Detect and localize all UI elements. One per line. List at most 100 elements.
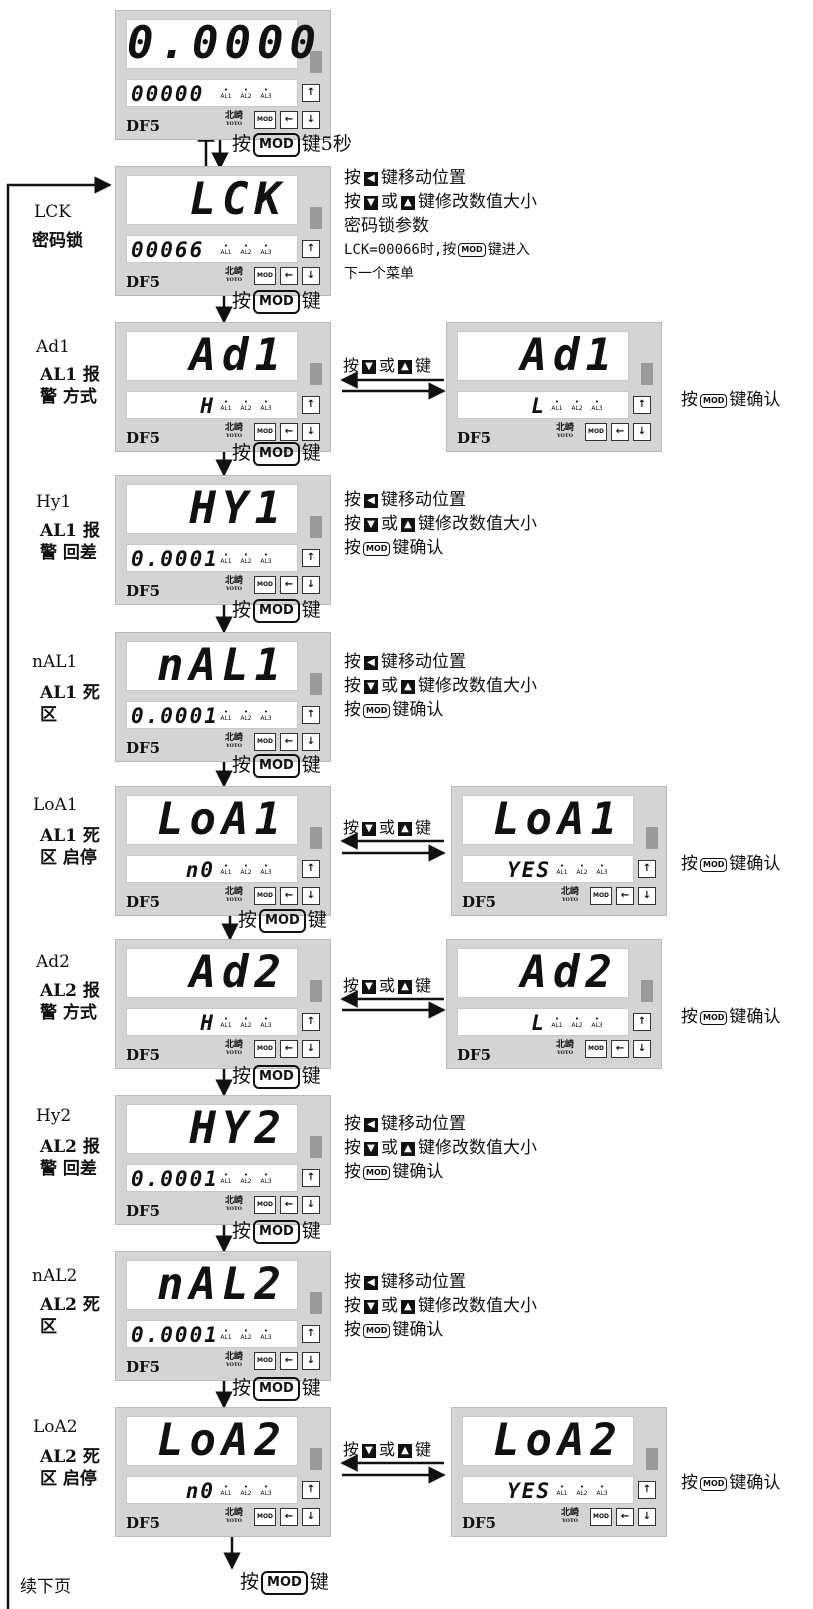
up-key-button[interactable]: ↑ xyxy=(633,396,651,414)
down-key-button[interactable]: ↓ xyxy=(633,1040,651,1058)
left-key-button[interactable]: ← xyxy=(280,1196,298,1214)
al2-light: AL2 xyxy=(239,1328,253,1344)
mod-key-button[interactable]: MOD xyxy=(590,1508,612,1526)
up-key-button[interactable]: ↑ xyxy=(302,549,320,567)
mod-key-button[interactable]: MOD xyxy=(254,1196,276,1214)
mod-key-button[interactable]: MOD xyxy=(254,576,276,594)
al1-light: AL1 xyxy=(219,552,233,568)
mod-key-button[interactable]: MOD xyxy=(254,1352,276,1370)
left-key-button[interactable]: ← xyxy=(280,733,298,751)
left-key-button[interactable]: ← xyxy=(280,1352,298,1370)
left-key-button[interactable]: ← xyxy=(280,1040,298,1058)
mod-key-button[interactable]: MOD xyxy=(590,887,612,905)
left-key-button[interactable]: ← xyxy=(280,423,298,441)
down-key-button[interactable]: ↓ xyxy=(302,576,320,594)
al1-light: AL1 xyxy=(555,1484,569,1500)
model-label: DF5 xyxy=(126,1514,161,1532)
al3-light: AL3 xyxy=(595,1484,609,1500)
mod-key-button[interactable]: MOD xyxy=(254,267,276,285)
up-key-button[interactable]: ↑ xyxy=(302,860,320,878)
param-desc-hy1: AL1 报警 回差 xyxy=(40,521,100,563)
param-code-nal2: nAL2 xyxy=(32,1266,78,1286)
sub-display-value: YES xyxy=(507,1479,551,1503)
down-key-button[interactable]: ↓ xyxy=(638,1508,656,1526)
up-key-button[interactable]: ↑ xyxy=(302,396,320,414)
al1-light: AL1 xyxy=(555,863,569,879)
up-key-button[interactable]: ↑ xyxy=(302,84,320,102)
up-key-button[interactable]: ↑ xyxy=(302,1325,320,1343)
sub-display-value: YES xyxy=(507,858,551,882)
indicator-lamp xyxy=(310,1136,322,1158)
indicator-lamp xyxy=(310,827,322,849)
model-label: DF5 xyxy=(126,582,161,600)
param-desc-nal2: AL2 死区 xyxy=(40,1295,100,1337)
up-key-button[interactable]: ↑ xyxy=(302,1169,320,1187)
main-display: Ad2 xyxy=(457,948,629,998)
up-key-button[interactable]: ↑ xyxy=(302,706,320,724)
al3-light: AL3 xyxy=(595,863,609,879)
down-key-button[interactable]: ↓ xyxy=(302,1040,320,1058)
mod-key-button[interactable]: MOD xyxy=(585,423,607,441)
left-key-button[interactable]: ← xyxy=(280,1508,298,1526)
left-key-button[interactable]: ← xyxy=(280,576,298,594)
up-key-button[interactable]: ↑ xyxy=(302,1481,320,1499)
left-key-button[interactable]: ← xyxy=(611,1040,629,1058)
down-key-button[interactable]: ↓ xyxy=(302,423,320,441)
down-key-button[interactable]: ↓ xyxy=(302,111,320,129)
model-label: DF5 xyxy=(126,1046,161,1064)
left-key-button[interactable]: ← xyxy=(280,267,298,285)
down-key-button[interactable]: ↓ xyxy=(638,887,656,905)
al1-light: AL1 xyxy=(219,863,233,879)
main-display: LoA1 xyxy=(126,795,298,845)
left-key-button[interactable]: ← xyxy=(280,887,298,905)
param-desc-hy2: AL2 报警 回差 xyxy=(40,1137,100,1179)
sub-display: n0AL1AL2AL3 xyxy=(126,1476,298,1504)
down-key-button[interactable]: ↓ xyxy=(302,733,320,751)
sub-display-value: H xyxy=(200,394,215,418)
mod-key-button[interactable]: MOD xyxy=(254,887,276,905)
model-label: DF5 xyxy=(126,1358,161,1376)
al1-light: AL1 xyxy=(219,87,233,103)
down-key-button[interactable]: ↓ xyxy=(302,1196,320,1214)
sub-display: 0.0001AL1AL2AL3 xyxy=(126,701,298,729)
mod-key-button[interactable]: MOD xyxy=(585,1040,607,1058)
al1-light: AL1 xyxy=(219,1484,233,1500)
up-key-button[interactable]: ↑ xyxy=(302,240,320,258)
al1-light: AL1 xyxy=(219,709,233,725)
left-key-button[interactable]: ← xyxy=(616,1508,634,1526)
sub-display-value: 00066 xyxy=(131,238,205,262)
left-key-button[interactable]: ← xyxy=(616,887,634,905)
sub-display-value: 0.0001 xyxy=(131,547,219,571)
al3-light: AL3 xyxy=(259,863,273,879)
down-key-button[interactable]: ↓ xyxy=(633,423,651,441)
mod-key-button[interactable]: MOD xyxy=(254,111,276,129)
left-key-button[interactable]: ← xyxy=(611,423,629,441)
down-key-button[interactable]: ↓ xyxy=(302,267,320,285)
mod-key-button[interactable]: MOD xyxy=(254,1508,276,1526)
indicator-lamp xyxy=(641,363,653,385)
alarm-lights: AL1AL2AL3 xyxy=(555,1484,609,1500)
up-key-button[interactable]: ↑ xyxy=(638,860,656,878)
up-key-button[interactable]: ↑ xyxy=(638,1481,656,1499)
main-display: HY2 xyxy=(126,1104,298,1154)
left-key-button[interactable]: ← xyxy=(280,111,298,129)
param-code-loa1: LoA1 xyxy=(33,795,78,815)
indicator-lamp xyxy=(646,1448,658,1470)
continue-label: 续下页 xyxy=(20,1577,71,1597)
mod-key-button[interactable]: MOD xyxy=(254,1040,276,1058)
down-key-button[interactable]: ↓ xyxy=(302,1508,320,1526)
param-code-ad2: Ad2 xyxy=(36,952,70,972)
up-key-button[interactable]: ↑ xyxy=(633,1013,651,1031)
down-key-button[interactable]: ↓ xyxy=(302,1352,320,1370)
mod-key-button[interactable]: MOD xyxy=(254,733,276,751)
down-key-button[interactable]: ↓ xyxy=(302,887,320,905)
mod-key-button[interactable]: MOD xyxy=(254,423,276,441)
up-key-button[interactable]: ↑ xyxy=(302,1013,320,1031)
